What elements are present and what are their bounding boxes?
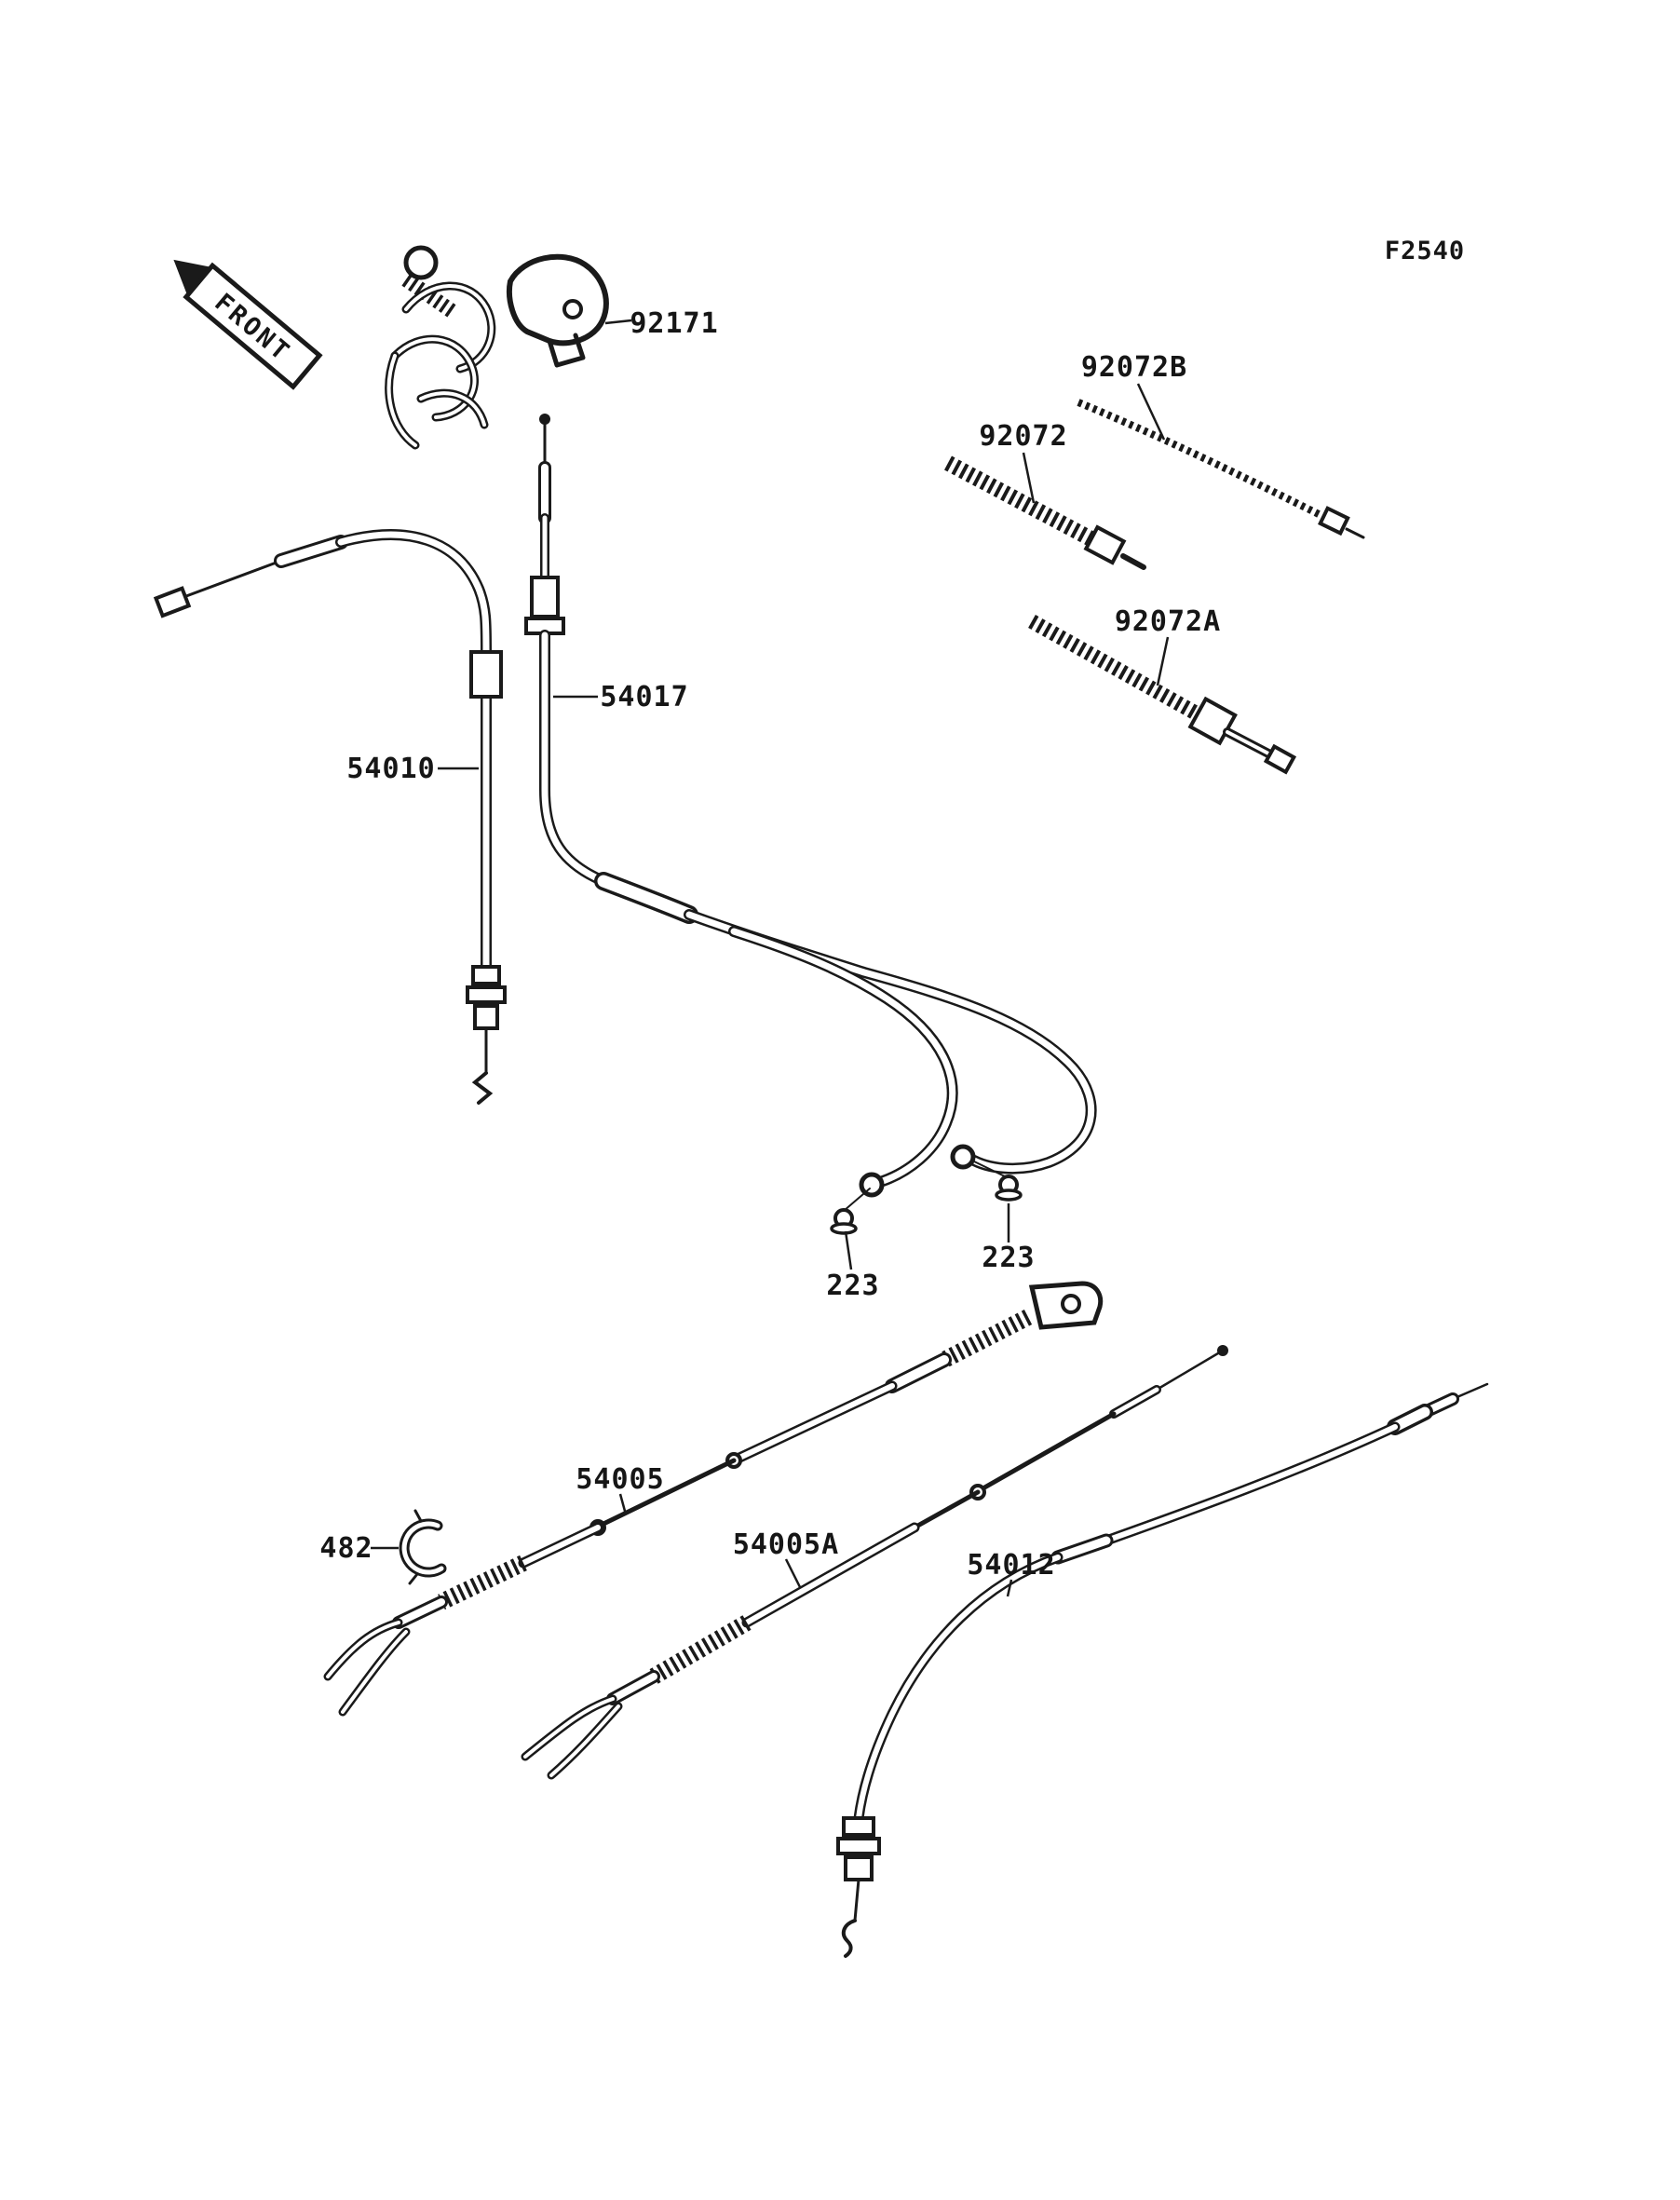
part-label-54005: 54005 [576,1463,664,1496]
part-label-223-left: 223 [826,1270,879,1302]
clip-482-drawing [399,1509,447,1585]
part-label-92072B: 92072B [1081,351,1187,384]
part-label-92072: 92072 [979,420,1067,453]
part-label-54010: 54010 [346,753,435,785]
bolt-223-left-drawing [830,1188,871,1235]
cable-tie-92072-drawing [944,455,1146,570]
cable-eyelet-inner [859,1172,885,1198]
cable-54010-drawing [153,529,507,1105]
front-arrow-icon [173,259,214,298]
front-direction-sign: FRONT [173,259,323,390]
part-label-54012: 54012 [967,1549,1055,1582]
bolt-223-right-drawing [971,1160,1023,1202]
part-label-92072A: 92072A [1115,605,1221,638]
cable-54012-drawing [836,1382,1489,1958]
part-label-92171: 92171 [630,307,718,340]
part-label-482: 482 [319,1532,373,1565]
part-label-54017: 54017 [600,681,688,713]
part-label-223-right: 223 [982,1242,1035,1274]
cable-eyelet-outer [950,1144,976,1170]
figure-code: F2540 [1385,237,1465,265]
cable-tie-92072A-drawing [1028,615,1297,775]
bracket-92171-drawing [385,245,609,450]
cable-54005-drawing [323,1281,1104,1717]
cable-54017-drawing [524,414,1097,1198]
cable-tie-92072B-drawing [1077,399,1365,539]
part-label-54005A: 54005A [733,1528,839,1561]
leader-lines [371,319,1170,1597]
cable-54005A-drawing [521,1345,1228,1780]
